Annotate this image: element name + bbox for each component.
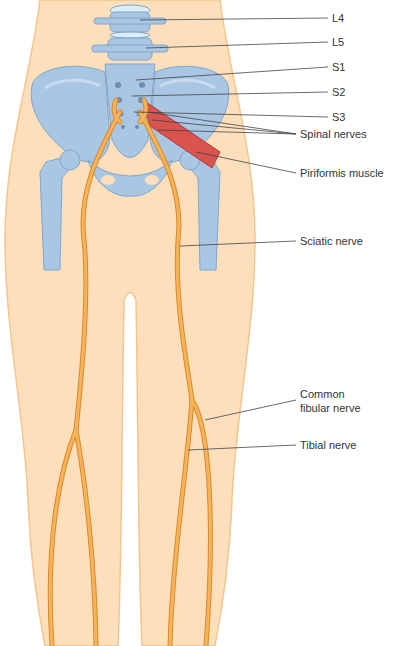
disc — [110, 32, 150, 38]
vertebra-label: L5 — [332, 35, 344, 49]
vertebra-label: L4 — [332, 11, 344, 25]
pubis — [88, 160, 172, 196]
femoral-head — [60, 150, 80, 170]
bone-highlight — [45, 80, 100, 88]
leader-lines — [132, 18, 328, 450]
bone-highlight — [160, 80, 215, 88]
ilium — [31, 66, 110, 162]
nerves — [50, 100, 210, 646]
vertebra-label: S1 — [332, 60, 345, 74]
transverse-process — [94, 18, 166, 24]
vertebra-label: S3 — [332, 110, 345, 124]
vertebra-label: S2 — [332, 85, 345, 99]
obturator-foramen — [145, 175, 159, 185]
part-label: Tibial nerve — [300, 438, 356, 452]
body-silhouette — [5, 0, 255, 646]
sacrum — [105, 64, 155, 158]
sacral-foramina — [115, 82, 145, 129]
part-label: Common fibular nerve — [300, 387, 374, 415]
part-label: Piriformis muscle — [300, 166, 384, 180]
femur — [40, 156, 70, 270]
part-label: Spinal nerves — [300, 127, 367, 141]
obturator-foramen — [101, 175, 115, 185]
femur — [190, 156, 220, 270]
part-label: Sciatic nerve — [300, 234, 363, 248]
piriformis-muscle — [143, 100, 220, 168]
transverse-process — [92, 45, 168, 52]
